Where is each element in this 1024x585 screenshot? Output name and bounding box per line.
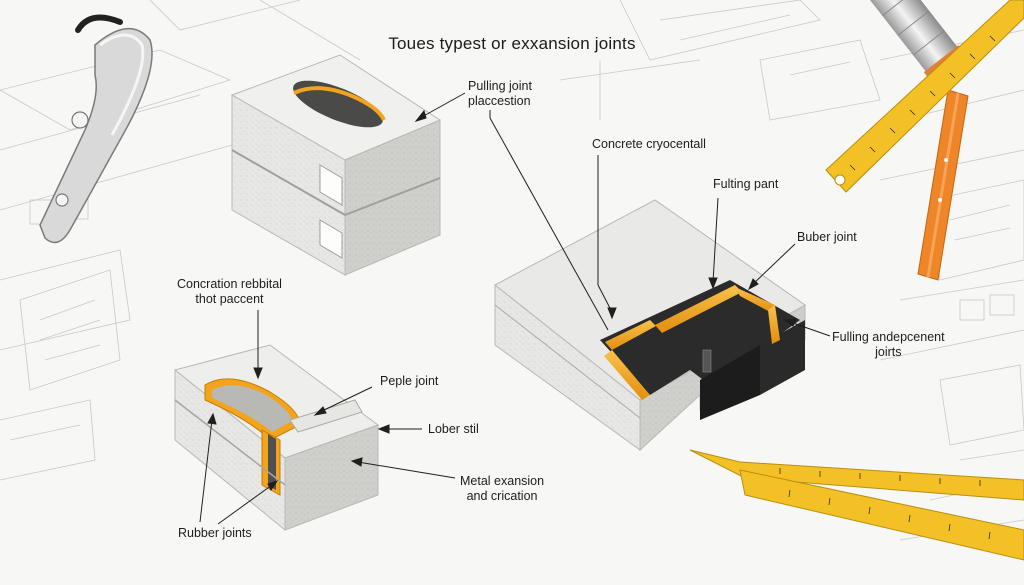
expansion-joint-block bbox=[494, 199, 806, 452]
label-lober-stil: Lober stil bbox=[428, 422, 479, 436]
label-rubber-joints: Rubber joints bbox=[178, 526, 252, 540]
label-concration-rebbital: Concration rebbital thot paccent bbox=[177, 277, 282, 306]
folding-ruler-icon-bottom bbox=[689, 449, 1024, 561]
label-concrete-cryocentall: Concrete cryocentall bbox=[592, 137, 706, 151]
carabiner-clip-icon bbox=[39, 14, 153, 244]
folding-ruler-icon bbox=[825, 0, 1024, 193]
pencil-icon bbox=[917, 89, 969, 281]
rubber-joint-block bbox=[173, 344, 380, 532]
label-peple-joint: Peple joint bbox=[380, 374, 439, 388]
label-fulling-andepcenent-joints: Fulling andepcenent joirts bbox=[832, 330, 945, 359]
label-fulting-pant: Fulting pant bbox=[713, 177, 779, 191]
leader-lines bbox=[199, 92, 831, 525]
label-pulling-joint-placement: Pulling joint placcestion bbox=[468, 79, 532, 109]
stacked-concrete-block bbox=[230, 54, 442, 276]
page-title: Toues typest or exxansion joints bbox=[388, 34, 636, 53]
label-buber-joint: Buber joint bbox=[797, 230, 857, 244]
label-metal-exansion: Metal exansion and crication bbox=[460, 474, 545, 503]
label-text: Pulling joint placcestion bbox=[468, 79, 532, 108]
